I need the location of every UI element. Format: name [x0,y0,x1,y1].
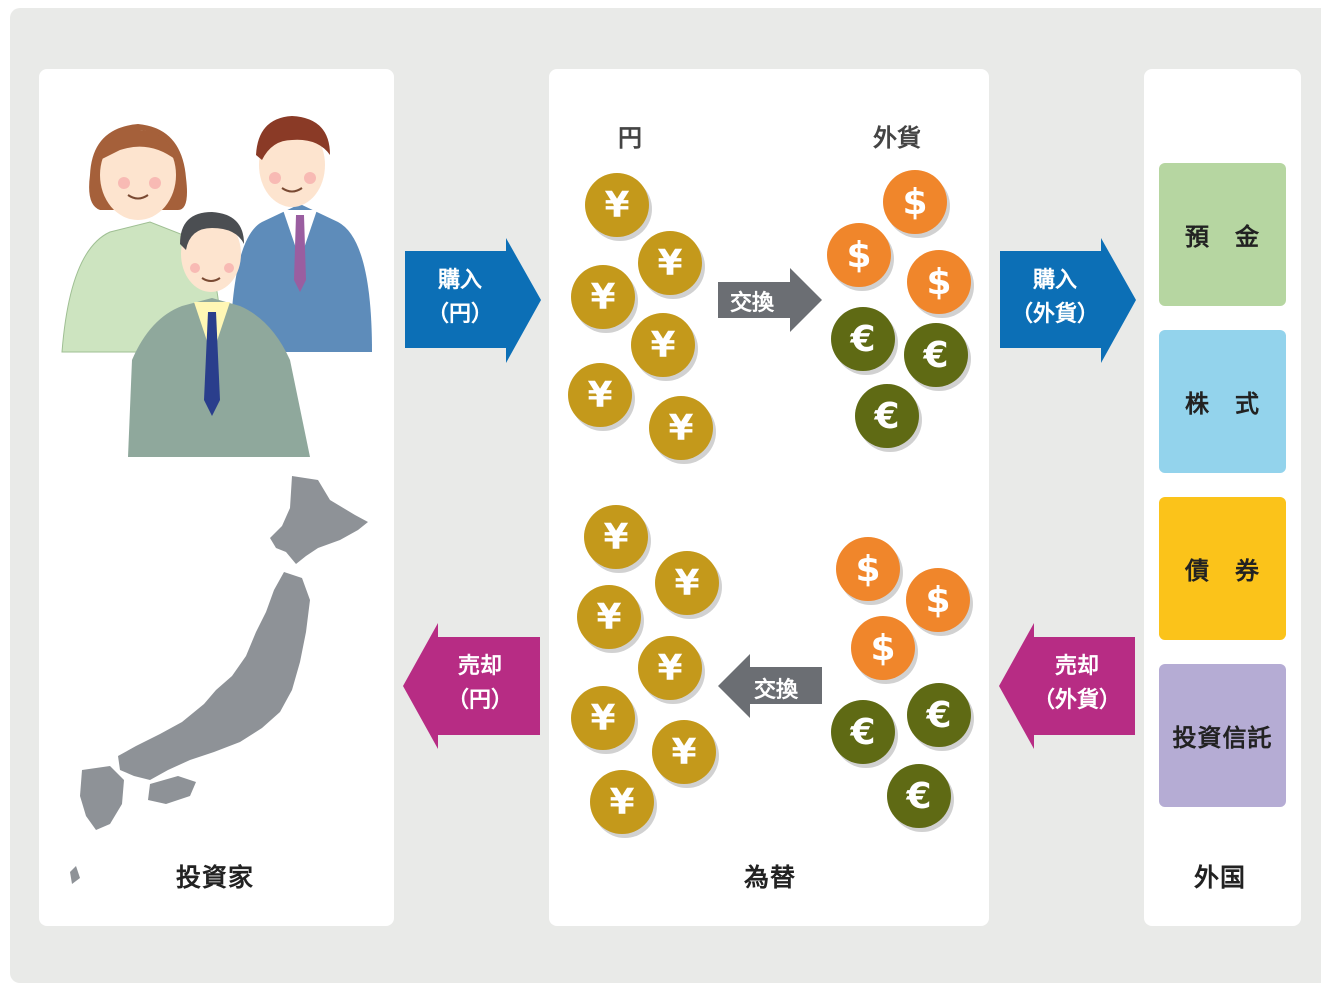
euro-coin-icon: € [855,384,919,448]
yen-coin-icon: ¥ [571,265,635,329]
asset-investment-trusts: 投資信託 [1159,664,1286,807]
yen-header: 円 [618,124,642,152]
foreign-label: 外国 [1194,863,1247,892]
yen-coin-icon: ¥ [568,363,632,427]
dollar-coin-icon: $ [906,568,970,632]
asset-deposits: 預 金 [1159,163,1286,306]
sell-foreign-arrow [999,623,1135,749]
yen-coin-icon: ¥ [571,686,635,750]
yen-coin-icon: ¥ [577,585,641,649]
yen-coin-icon: ¥ [655,551,719,615]
yen-coin-icon: ¥ [585,173,649,237]
buy-foreign-arrow [1000,238,1136,363]
buy-foreign-label: 購入 （外貨） [1010,268,1099,327]
yen-coin-icon: ¥ [638,636,702,700]
yen-coin-icon: ¥ [590,770,654,834]
exchange-label: 為替 [744,863,797,892]
euro-coin-icon: € [904,323,968,387]
dollar-coin-icon: $ [827,223,891,287]
asset-bonds: 債 券 [1159,497,1286,640]
dollar-coin-icon: $ [883,170,947,234]
sell-foreign-label: 売却 （外貨） [1032,654,1121,713]
yen-coin-icon: ¥ [652,720,716,784]
sell-yen-arrow [403,623,540,749]
euro-coin-icon: € [831,307,895,371]
yen-coin-icon: ¥ [584,505,648,569]
euro-coin-icon: € [831,700,895,764]
exchange-bottom-arrow [718,654,822,718]
euro-coin-icon: € [887,764,951,828]
sell-yen-label: 売却 （円） [446,654,513,713]
dollar-coin-icon: $ [851,616,915,680]
yen-coin-icon: ¥ [638,231,702,295]
exchange-bottom-label: 交換 [754,678,799,703]
investor-label: 投資家 [176,863,255,892]
euro-coin-icon: € [907,683,971,747]
exchange-top-label: 交換 [730,291,775,316]
dollar-coin-icon: $ [907,250,971,314]
exchange-top-arrow [718,268,822,332]
buy-yen-arrow [405,238,541,363]
dollar-coin-icon: $ [836,537,900,601]
foreign-currency-header: 外貨 [873,124,921,152]
yen-coin-icon: ¥ [631,313,695,377]
buy-yen-label: 購入 （円） [426,268,493,327]
asset-stocks: 株 式 [1159,330,1286,473]
yen-coin-icon: ¥ [649,396,713,460]
